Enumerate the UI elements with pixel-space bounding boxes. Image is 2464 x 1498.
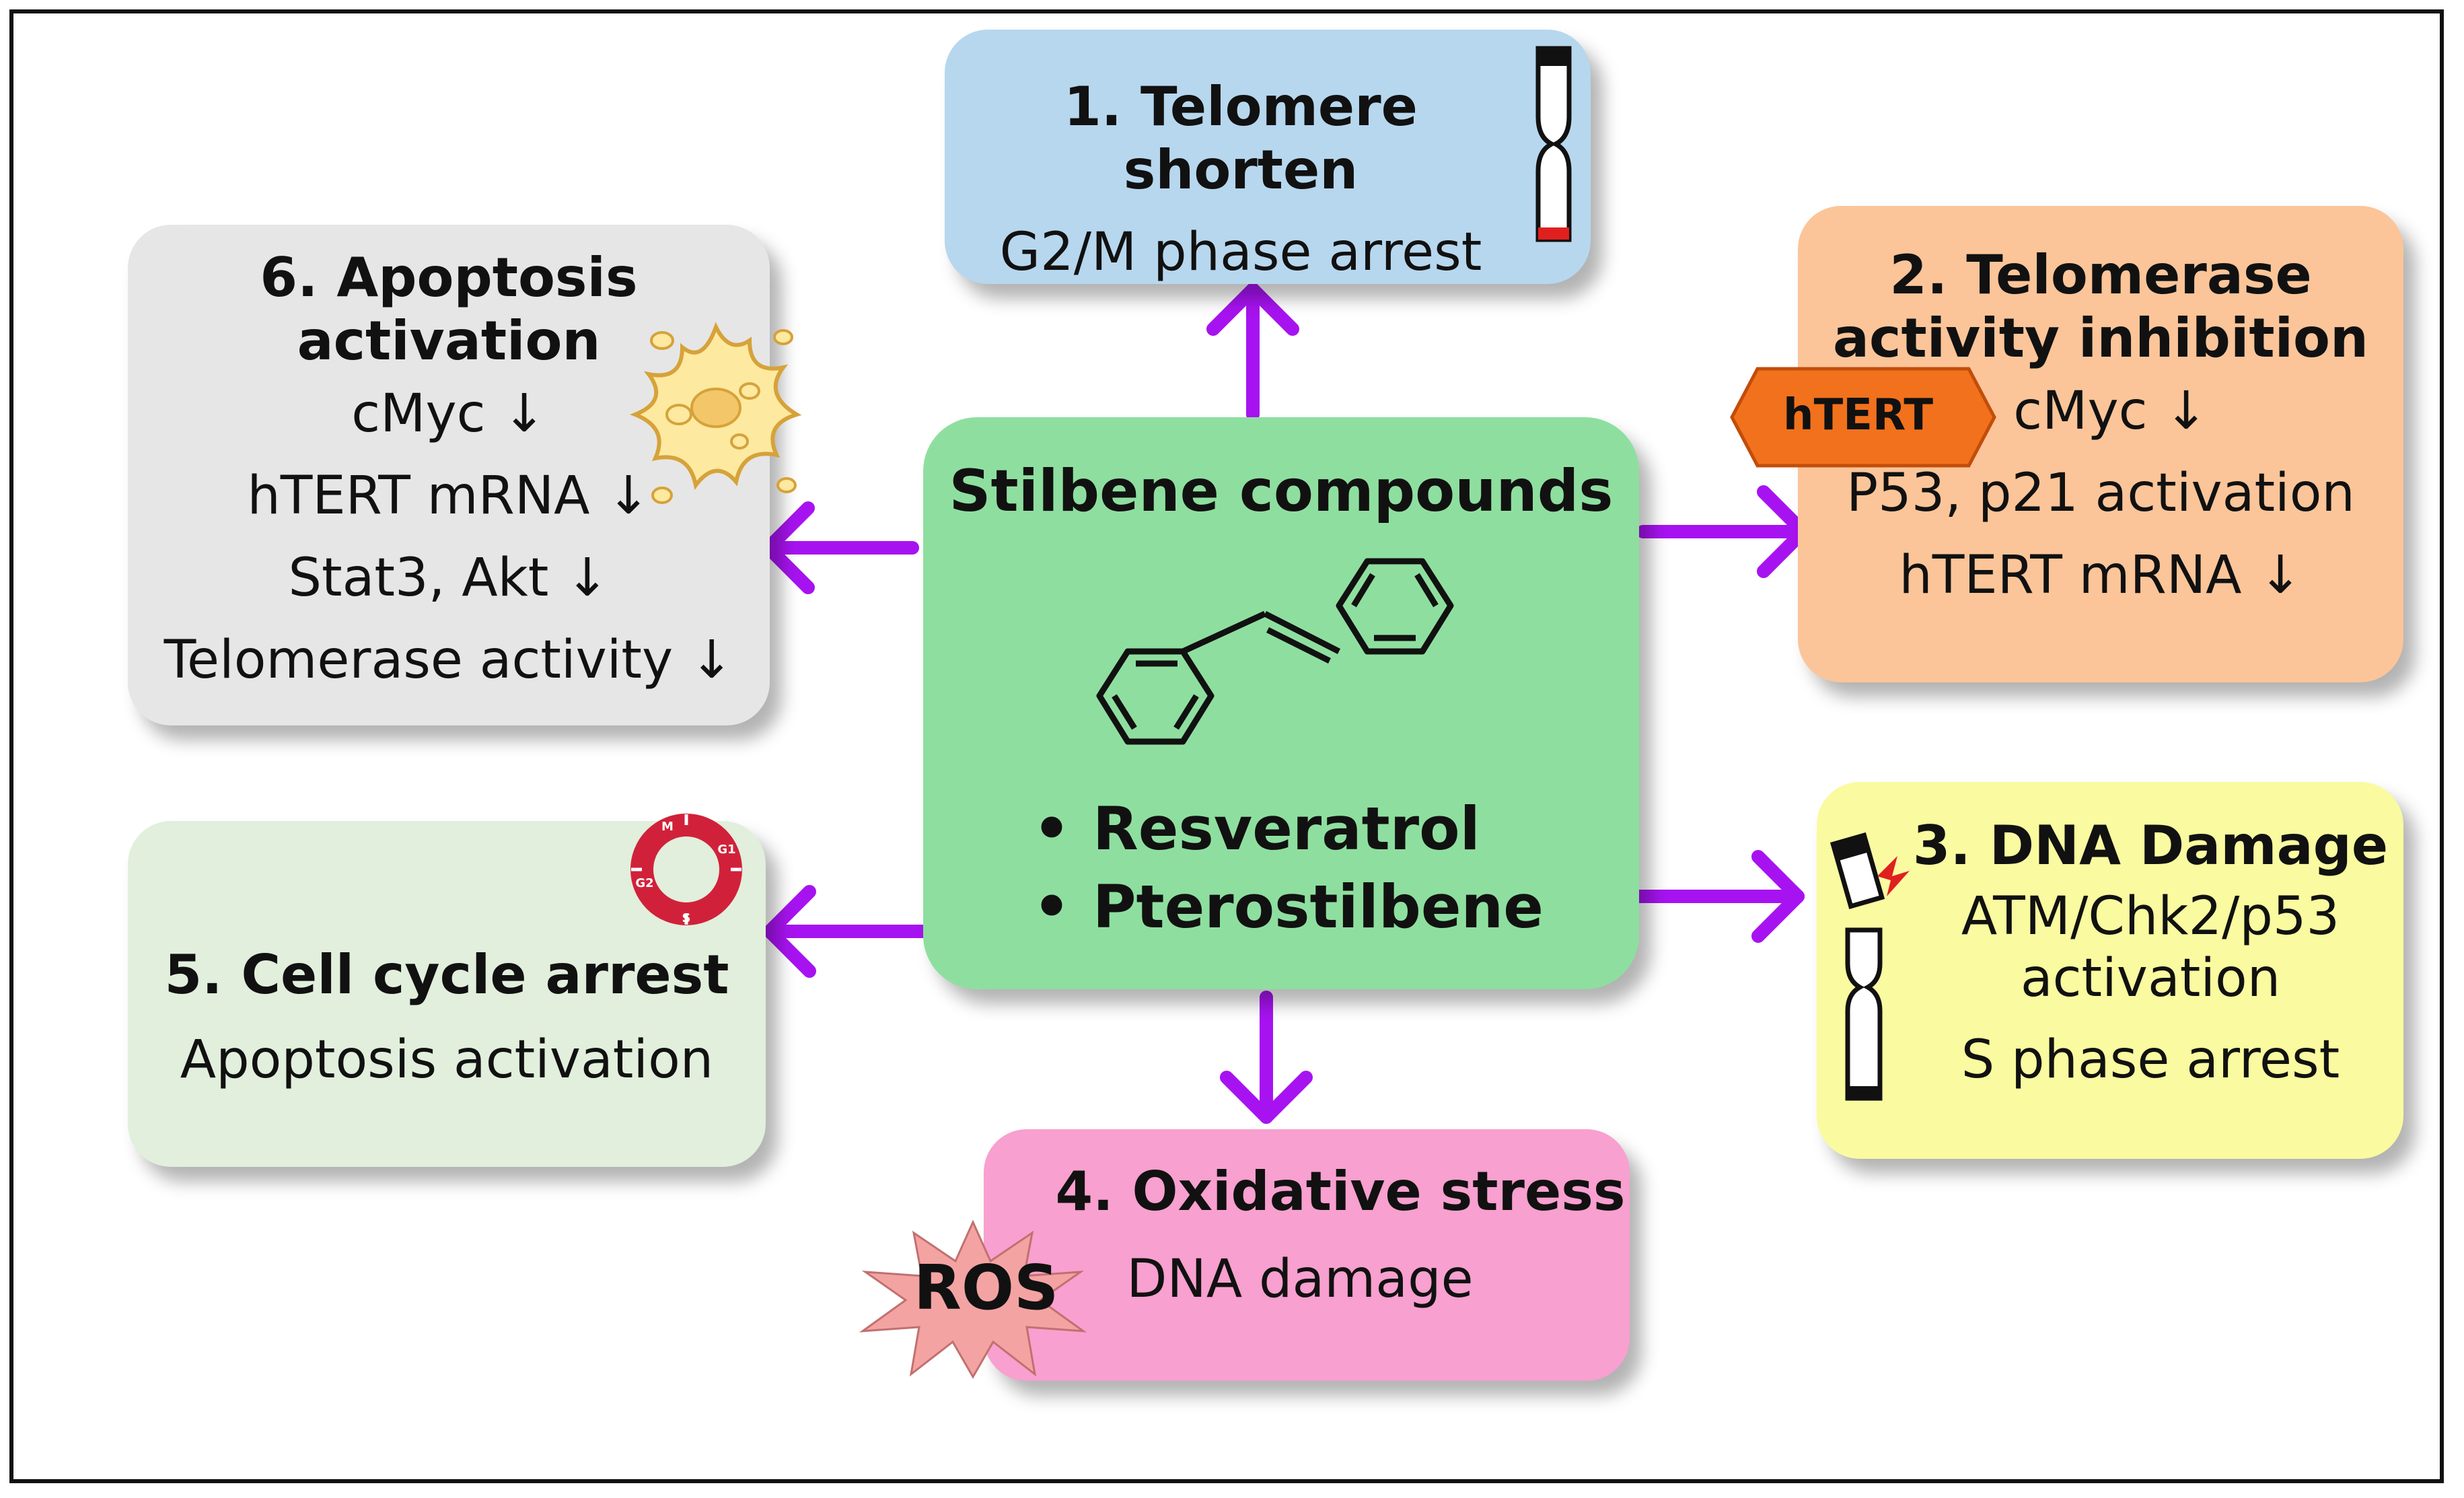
cycle-label-m: M	[661, 820, 674, 834]
dna-damage-line-1: ATM/Chk2/p53	[1961, 886, 2340, 947]
apoptosis-activation-line-2: hTERT mRNA ↓	[247, 466, 651, 526]
apoptosis-activation-line-1: cMyc ↓	[351, 384, 546, 444]
cell-cycle-arrest-line-1: Apoptosis activation	[180, 1030, 714, 1090]
compound-label: Pterostilbene	[1093, 872, 1544, 941]
ros-badge: ROS	[914, 1252, 1059, 1324]
apoptosis-activation-title-2: activation	[297, 310, 601, 372]
bullet-dot: •	[1032, 794, 1071, 863]
arrow-to-telomerase-inhibition	[1636, 485, 1810, 578]
arrow-to-apoptosis-activation	[762, 501, 919, 594]
arrow-to-telomere-shorten	[1206, 283, 1299, 421]
dna-damage-line-3: S phase arrest	[1961, 1030, 2340, 1090]
oxidative-stress-title: 4. Oxidative stress	[1055, 1160, 1626, 1223]
compound-item-resveratrol: • Resveratrol	[1011, 794, 1480, 863]
broken-chromosome-icon	[1830, 832, 1910, 1101]
telomerase-inhibition-line-2: P53, p21 activation	[1846, 463, 2355, 524]
stilbene-structure-icon	[1096, 558, 1454, 745]
cell-cycle-arrest-title: 5. Cell cycle arrest	[164, 943, 729, 1006]
apoptosis-activation-box: 6. Apoptosis activation cMyc ↓ hTERT mRN…	[128, 225, 802, 725]
apoptosis-activation-line-3: Stat3, Akt ↓	[288, 548, 610, 608]
apoptotic-cell-icon	[629, 322, 802, 504]
telomerase-inhibition-line-3: hTERT mRNA ↓	[1899, 545, 2303, 606]
ros-burst-icon	[859, 1219, 1087, 1380]
chromosome-icon	[1535, 46, 1572, 242]
cycle-label-g1: G1	[717, 843, 735, 857]
compound-item-pterostilbene: • Pterostilbene	[1011, 872, 1544, 941]
htert-tag-shape	[1730, 367, 1996, 468]
arrow-to-dna-damage	[1628, 850, 1805, 943]
dna-damage-title: 3. DNA Damage	[1912, 814, 2389, 877]
center-title: Stilbene compounds	[949, 458, 1614, 525]
stilbene-compounds-box: Stilbene compounds • Resveratrol • Pterost…	[923, 417, 1639, 989]
compound-label: Resveratrol	[1093, 794, 1480, 863]
htert-tag: hTERT	[1783, 390, 1933, 440]
cycle-label-s: S	[682, 911, 691, 925]
apoptosis-activation-line-4: Telomerase activity ↓	[164, 630, 734, 690]
oxidative-stress-line-1: DNA damage	[1126, 1249, 1474, 1310]
dna-damage-box: 3. DNA Damage ATM/Chk2/p53 activation S …	[1817, 782, 2403, 1159]
cell-cycle-icon: M G1 S G2	[630, 814, 742, 925]
apoptosis-activation-title-1: 6. Apoptosis	[260, 246, 638, 309]
telomere-shorten-line-1: G2/M phase arrest	[999, 222, 1482, 283]
cell-cycle-arrest-box: 5. Cell cycle arrest Apoptosis activatio…	[128, 814, 766, 1167]
figure-frame	[9, 9, 2444, 1483]
dna-damage-line-2: activation	[2020, 948, 2281, 1009]
telomere-shorten-title: 1. Telomere shorten	[1064, 75, 1418, 201]
telomere-shorten-box: 1. Telomere shorten G2/M phase arrest	[945, 30, 1591, 284]
cycle-label-g2: G2	[635, 876, 653, 890]
arrow-to-oxidative-stress	[1220, 991, 1313, 1124]
telomerase-inhibition-line-1: cMyc ↓	[2013, 381, 2208, 441]
oxidative-stress-box: 4. Oxidative stress DNA damage	[984, 1129, 1630, 1381]
arrow-to-cell-cycle-arrest	[763, 885, 945, 978]
telomerase-inhibition-title-1: 2. Telomerase	[1889, 244, 2312, 306]
bullet-dot: •	[1032, 872, 1071, 941]
telomerase-inhibition-title-2: activity inhibition	[1833, 307, 2368, 369]
